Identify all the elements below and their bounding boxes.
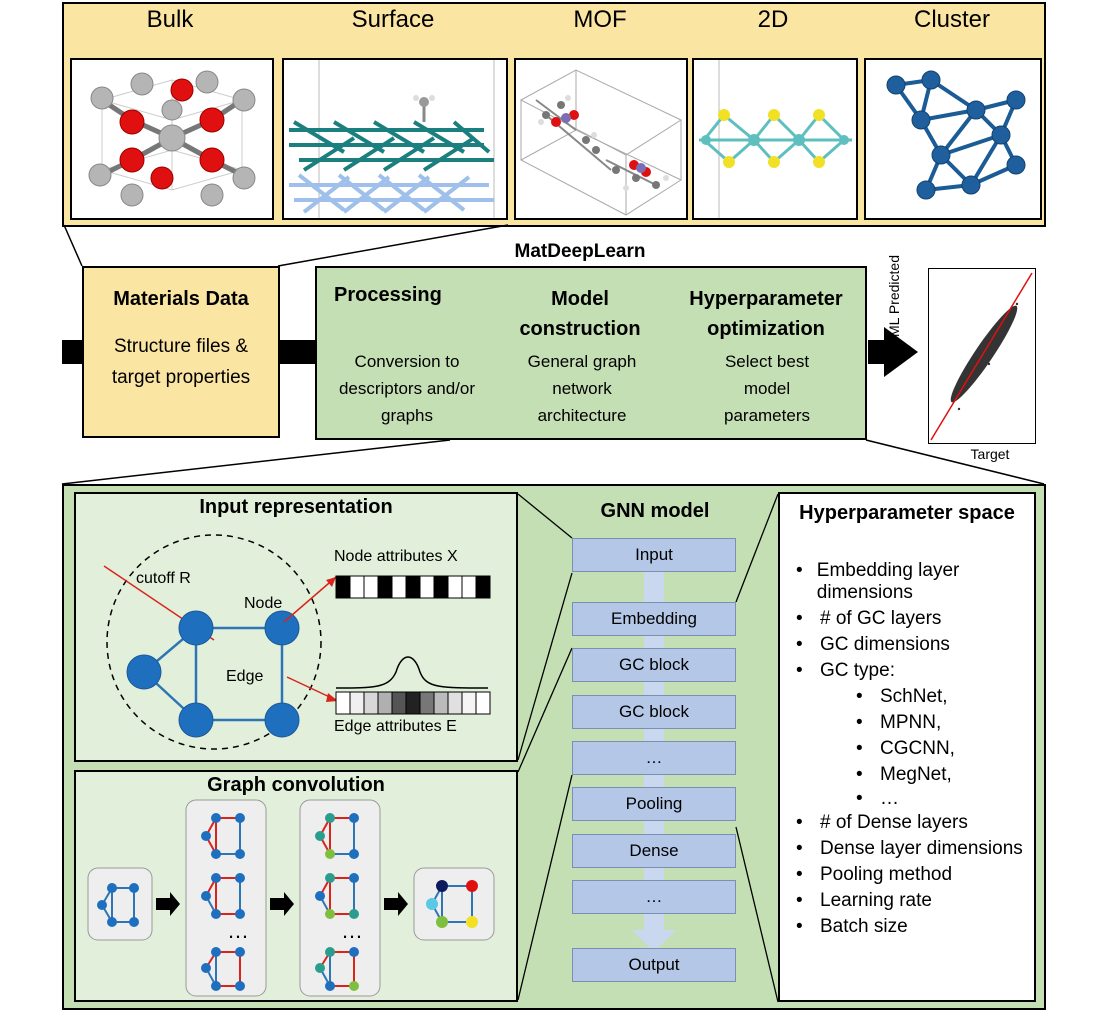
graph-convolution-title: Graph convolution [207, 774, 385, 796]
hyperparameter-space-panel [778, 492, 1036, 1002]
hp-item: •GC type: [796, 660, 895, 681]
matdeeplearn-pipeline-box [315, 266, 867, 440]
material-label-cluster: Cluster [913, 6, 991, 33]
processing-title: Processing [334, 284, 442, 306]
edge-attributes-label: Edge attributes E [334, 718, 457, 735]
hp-item: •GC dimensions [796, 634, 950, 655]
gnn-layer-gc-block-2: GC block [572, 695, 736, 729]
surface-structure-image [282, 58, 508, 220]
hp-item: •Pooling method [796, 864, 953, 885]
node-attributes-label: Node attributes X [334, 548, 458, 565]
gc-type-item: •CGCNN, [856, 738, 955, 759]
parity-plot [928, 268, 1036, 444]
hp-item: •Learning rate [796, 890, 932, 911]
input-representation-graph [103, 534, 491, 750]
gnn-layer-dense: Dense [572, 834, 736, 868]
material-label-surface: Surface [351, 6, 435, 33]
gnn-layer-gc-block-1: GC block [572, 648, 736, 682]
graph-conv-ellipsis-1: … [227, 918, 249, 943]
gnn-layer-ellipsis-2: … [572, 880, 736, 914]
matdeeplearn-title: MatDeepLearn [514, 241, 646, 262]
gc-type-item: •SchNet, [856, 686, 948, 707]
gnn-layer-input: Input [572, 538, 736, 572]
hp-item: •# of GC layers [796, 608, 942, 629]
materials-data-box: Materials Data Structure files & target … [82, 266, 280, 438]
gnn-layer-embedding: Embedding [572, 602, 736, 636]
edge-label: Edge [226, 668, 264, 685]
processing-desc: Conversion to descriptors and/or graphs [338, 352, 476, 425]
cluster-structure-image [864, 58, 1042, 220]
node-label: Node [244, 595, 283, 612]
model-construction-desc: General graph network architecture [527, 352, 637, 425]
hp-item: •# of Dense layers [796, 812, 968, 833]
cutoff-label: cutoff R [136, 570, 191, 587]
hp-item: •Batch size [796, 916, 908, 937]
materials-data-desc: Structure files & target properties [111, 336, 251, 388]
material-label-2d: 2D [757, 6, 789, 33]
graph-convolution-diagram [87, 799, 495, 997]
hp-item: •Dense layer dimensions [796, 838, 1023, 859]
graph-conv-ellipsis-2: … [341, 918, 363, 943]
parity-xlabel: Target [970, 446, 1010, 462]
mof-structure-image [514, 58, 688, 220]
hyperparameter-list: •Embedding layer dimensions •# of GC lay… [796, 560, 1028, 938]
bulk-structure-image [70, 58, 274, 220]
2d-structure-image [692, 58, 858, 220]
material-label-mof: MOF [573, 6, 627, 33]
hyperparameter-optimization-desc: Select best model parameters [724, 352, 810, 425]
gc-type-item: •MegNet, [856, 764, 952, 785]
gnn-layer-output: Output [572, 948, 736, 982]
gc-type-item: •MPNN, [856, 712, 942, 733]
model-construction-title: Model construction [519, 288, 641, 340]
gnn-layer-ellipsis-1: … [572, 741, 736, 775]
gnn-layer-pooling: Pooling [572, 787, 736, 821]
materials-data-title: Materials Data [113, 288, 249, 310]
gc-type-item: •… [856, 788, 899, 809]
material-label-bulk: Bulk [146, 6, 194, 33]
gnn-model-title: GNN model [600, 500, 710, 522]
hyperparameter-optimization-title: Hyperparameter optimization [689, 288, 843, 340]
input-representation-title: Input representation [199, 496, 393, 518]
hp-item: •Embedding layer dimensions [796, 560, 960, 603]
hyperparameter-space-title: Hyperparameter space [799, 502, 1015, 524]
